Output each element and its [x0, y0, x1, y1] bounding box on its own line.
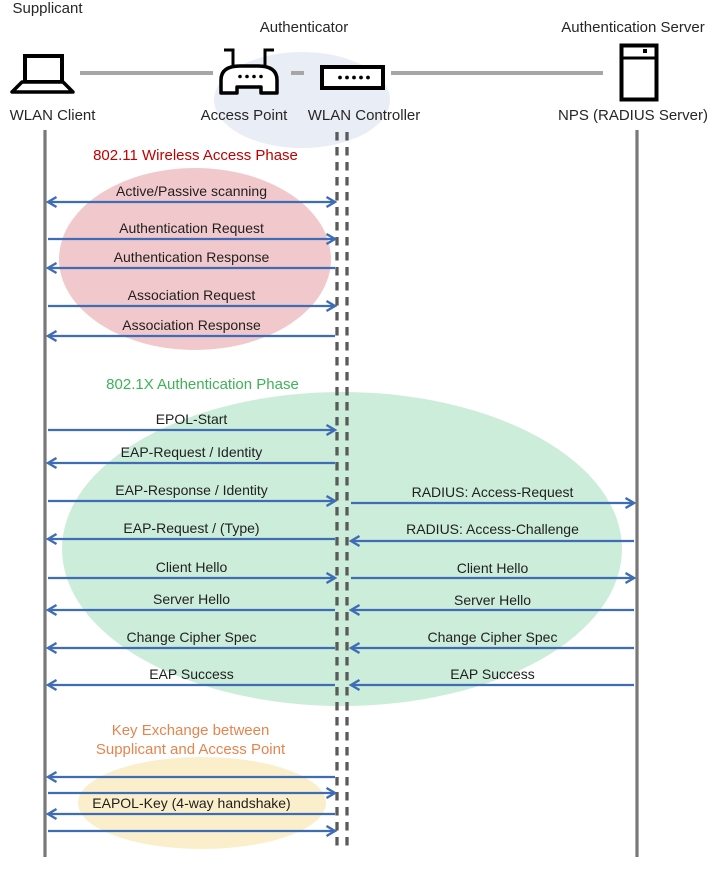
message-label: Change Cipher Spec — [427, 629, 558, 645]
message-arrows-right-lane — [348, 496, 637, 692]
message-label: Association Request — [127, 287, 256, 303]
message-label: EPOL-Start — [155, 411, 228, 427]
access-point-icon — [219, 48, 279, 95]
phase3-ellipse — [78, 757, 326, 849]
message-label: EAP-Response / Identity — [115, 482, 268, 498]
message-label: EAP Success — [149, 666, 234, 682]
laptop-icon — [10, 54, 75, 94]
message-label: Server Hello — [152, 591, 231, 607]
device-nps-server: NPS (RADIUS Server) — [557, 107, 709, 124]
phase1-title: 802.11 Wireless Access Phase — [93, 147, 298, 164]
message-label: Change Cipher Spec — [126, 629, 257, 645]
phase2-title: 802.1X Authentication Phase — [106, 376, 299, 393]
message-label: Association Response — [122, 317, 261, 333]
device-wlan-client: WLAN Client — [9, 107, 96, 124]
message-label: RADIUS: Access-Request — [411, 484, 574, 500]
phase3-title: Key Exchange between Supplicant and Acce… — [95, 722, 286, 758]
message-arrows-left-lane — [45, 195, 338, 838]
device-wlan-controller: WLAN Controller — [307, 107, 421, 124]
phase1-ellipse — [59, 168, 331, 350]
phase2-ellipse — [62, 392, 622, 706]
server-icon — [619, 43, 659, 102]
message-label: EAP Success — [450, 666, 535, 682]
message-label: RADIUS: Access-Challenge — [406, 521, 579, 537]
message-label: EAPOL-Key (4-way handshake) — [92, 795, 291, 811]
message-label: Client Hello — [155, 559, 228, 575]
message-label: Authentication Response — [113, 249, 270, 265]
role-authenticator: Authenticator — [259, 19, 349, 36]
message-label: Active/Passive scanning — [116, 183, 267, 199]
wlan-controller-icon — [320, 65, 385, 90]
message-label: Client Hello — [456, 560, 529, 576]
role-supplicant: Supplicant — [12, 0, 83, 17]
message-label: Authentication Request — [119, 220, 264, 236]
device-access-point: Access Point — [200, 107, 288, 124]
message-label: EAP-Request / Identity — [120, 444, 263, 460]
message-label: Server Hello — [453, 592, 532, 608]
role-auth-server: Authentication Server — [561, 19, 705, 36]
message-label: EAP-Request / (Type) — [123, 520, 260, 536]
